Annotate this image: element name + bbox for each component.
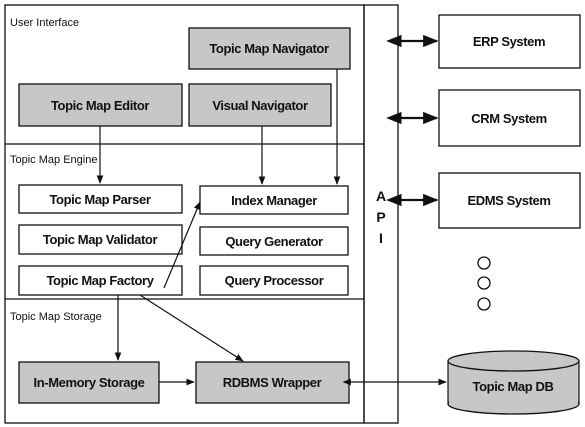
query-processor-box: [199, 265, 349, 296]
query-generator-box: [199, 226, 349, 256]
topic-map-validator-label: Topic Map Validator: [43, 232, 158, 247]
topic-map-db-label: Topic Map DB: [473, 379, 554, 394]
ellipsis-circle-2: [477, 276, 491, 290]
arrow-factory-to-index-manager: [163, 201, 201, 289]
erp-system-box: [438, 14, 581, 69]
topic-map-navigator-box: [188, 27, 351, 70]
in-memory-storage-box: [18, 361, 160, 404]
topic-map-navigator-label: Topic Map Navigator: [209, 41, 329, 56]
section-label-user-interface: User Interface: [10, 17, 79, 29]
erp-system-label: ERP System: [473, 34, 545, 49]
index-manager-label: Index Manager: [231, 193, 317, 208]
topic-map-factory-box: [18, 265, 183, 296]
topic-map-editor-box: [18, 83, 183, 127]
api-letter-i: I: [379, 230, 383, 246]
crm-system-label: CRM System: [471, 111, 546, 126]
section-label-storage: Topic Map Storage: [10, 311, 102, 323]
query-processor-label: Query Processor: [225, 273, 324, 288]
topic-map-db-cylinder: [447, 350, 580, 415]
section-label-engine: Topic Map Engine: [10, 154, 97, 166]
api-letter-a: A: [376, 188, 386, 204]
topic-map-validator-box: [18, 224, 183, 255]
topic-map-factory-label: Topic Map Factory: [46, 273, 154, 288]
query-generator-label: Query Generator: [225, 234, 323, 249]
edms-system-box: [438, 172, 581, 229]
index-manager-box: [199, 185, 349, 215]
edms-system-label: EDMS System: [467, 193, 550, 208]
visual-navigator-label: Visual Navigator: [212, 98, 308, 113]
in-memory-storage-label: In-Memory Storage: [34, 375, 145, 390]
topic-map-parser-label: Topic Map Parser: [49, 192, 150, 207]
rdbms-wrapper-label: RDBMS Wrapper: [223, 375, 322, 390]
api-bar: [363, 4, 399, 424]
visual-navigator-box: [188, 83, 332, 127]
ellipsis-circle-1: [477, 256, 491, 270]
api-letter-p: P: [376, 209, 385, 225]
rdbms-wrapper-box: [195, 361, 350, 404]
topic-map-parser-box: [18, 184, 183, 214]
ellipsis-circle-3: [477, 297, 491, 311]
topic-map-editor-label: Topic Map Editor: [51, 98, 149, 113]
arrow-factory-to-rdbms-wrapper: [139, 294, 244, 362]
crm-system-box: [438, 89, 581, 147]
